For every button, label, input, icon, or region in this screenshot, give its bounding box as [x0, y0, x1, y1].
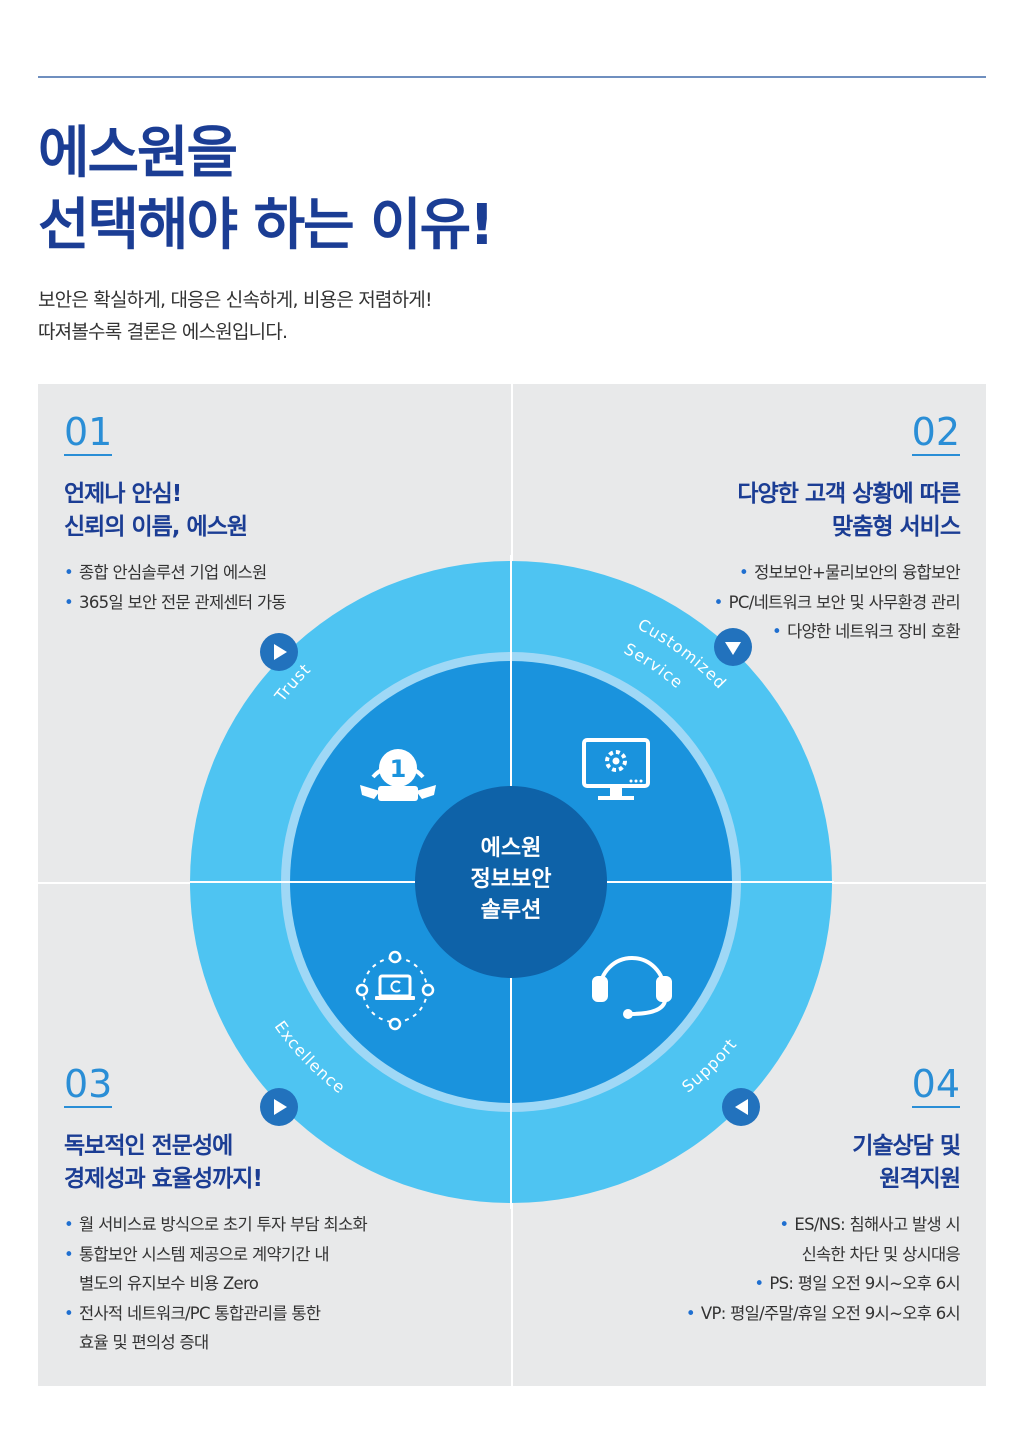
section-title-line1: 언제나 안심!: [64, 481, 182, 507]
monitor-gear-icon: [582, 738, 650, 800]
center-label-line1: 에스원: [481, 836, 542, 861]
list-item-continued: 별도의 유지보수 비용 Zero: [79, 1274, 259, 1293]
section-title-line2: 신뢰의 이름, 에스원: [64, 514, 248, 540]
list-item: •PS: 평일 오전 9시~오후 6시: [754, 1274, 960, 1293]
section-number: 02: [911, 410, 960, 456]
play-arrow-icon: [260, 633, 298, 671]
section-title: 언제나 안심! 신뢰의 이름, 에스원: [64, 478, 484, 544]
play-arrow-icon: [260, 1088, 298, 1126]
section-title: 독보적인 전문성에 경제성과 효율성까지!: [64, 1130, 484, 1196]
section-title-line2: 원격지원: [879, 1166, 961, 1192]
svg-text:1: 1: [390, 755, 407, 783]
section-title: 기술상담 및 원격지원: [540, 1130, 961, 1196]
center-label-line3: 솔루션: [481, 898, 542, 923]
list-item: •종합 안심솔루션 기업 에스원: [64, 563, 267, 582]
back-arrow-icon: [722, 1088, 760, 1126]
top-divider: [38, 76, 986, 78]
bullet-list: •ES/NS: 침해사고 발생 시 신속한 차단 및 상시대응 •PS: 평일 …: [540, 1210, 961, 1328]
headset-icon: [592, 956, 672, 1019]
award-icon: 1: [360, 749, 436, 801]
page-title: 에스원을 선택해야 하는 이유!: [38, 118, 495, 262]
page-subtitle-line2: 따져볼수록 결론은 에스원입니다.: [38, 321, 288, 343]
section-trust: 01 언제나 안심! 신뢰의 이름, 에스원 •종합 안심솔루션 기업 에스원 …: [64, 412, 484, 617]
bullet-list: •정보보안+물리보안의 융합보안 •PC/네트워크 보안 및 사무환경 관리 •…: [540, 558, 961, 647]
page-title-line1: 에스원을: [38, 121, 238, 186]
section-title-line2: 맞춤형 서비스: [832, 514, 961, 540]
section-customized-service: 02 다양한 고객 상황에 따른 맞춤형 서비스 •정보보안+물리보안의 융합보…: [540, 410, 961, 647]
section-title-line1: 기술상담 및: [852, 1133, 961, 1159]
list-item: •VP: 평일/주말/휴일 오전 9시~오후 6시: [685, 1303, 961, 1323]
page-subtitle-line1: 보안은 확실하게, 대응은 신속하게, 비용은 저렴하게!: [38, 289, 433, 311]
section-title-line1: 독보적인 전문성에: [64, 1133, 233, 1159]
section-title-line1: 다양한 고객 상황에 따른: [737, 481, 961, 507]
list-item: •다양한 네트워크 장비 호환: [772, 622, 961, 641]
list-item-continued: 신속한 차단 및 상시대응: [801, 1244, 961, 1264]
solution-diagram: 에스원 정보보안 솔루션 Trust Customized Service Ex…: [190, 555, 834, 1209]
section-excellence: 03 독보적인 전문성에 경제성과 효율성까지! •월 서비스료 방식으로 초기…: [64, 1064, 484, 1358]
center-label-line2: 정보보안: [471, 867, 552, 892]
page-subtitle: 보안은 확실하게, 대응은 신속하게, 비용은 저렴하게! 따져볼수록 결론은 …: [38, 284, 433, 348]
list-item: •365일 보안 전문 관제센터 가동: [64, 592, 287, 612]
list-item-continued: 효율 및 편의성 증대: [79, 1333, 209, 1352]
section-number: 03: [64, 1062, 113, 1108]
section-number: 04: [911, 1062, 960, 1108]
list-item: •월 서비스료 방식으로 초기 투자 부담 최소화: [64, 1215, 368, 1234]
list-item: •전사적 네트워크/PC 통합관리를 통한: [64, 1303, 321, 1323]
section-number: 01: [64, 410, 113, 456]
list-item: •PC/네트워크 보안 및 사무환경 관리: [713, 592, 961, 612]
bullet-list: •월 서비스료 방식으로 초기 투자 부담 최소화 •통합보안 시스템 제공으로…: [64, 1210, 484, 1358]
center-circle: [415, 786, 607, 978]
section-title-line2: 경제성과 효율성까지!: [64, 1166, 263, 1192]
list-item: •통합보안 시스템 제공으로 계약기간 내: [64, 1244, 330, 1264]
laptop-network-icon: [355, 950, 435, 1031]
list-item: •정보보안+물리보안의 융합보안: [739, 563, 961, 582]
page-title-line2: 선택해야 하는 이유!: [38, 193, 495, 258]
bullet-list: •종합 안심솔루션 기업 에스원 •365일 보안 전문 관제센터 가동: [64, 558, 484, 617]
section-title: 다양한 고객 상황에 따른 맞춤형 서비스: [540, 478, 961, 544]
section-support: 04 기술상담 및 원격지원 •ES/NS: 침해사고 발생 시 신속한 차단 …: [540, 1062, 961, 1328]
list-item: •ES/NS: 침해사고 발생 시: [779, 1215, 960, 1234]
down-arrow-icon: [714, 628, 752, 666]
